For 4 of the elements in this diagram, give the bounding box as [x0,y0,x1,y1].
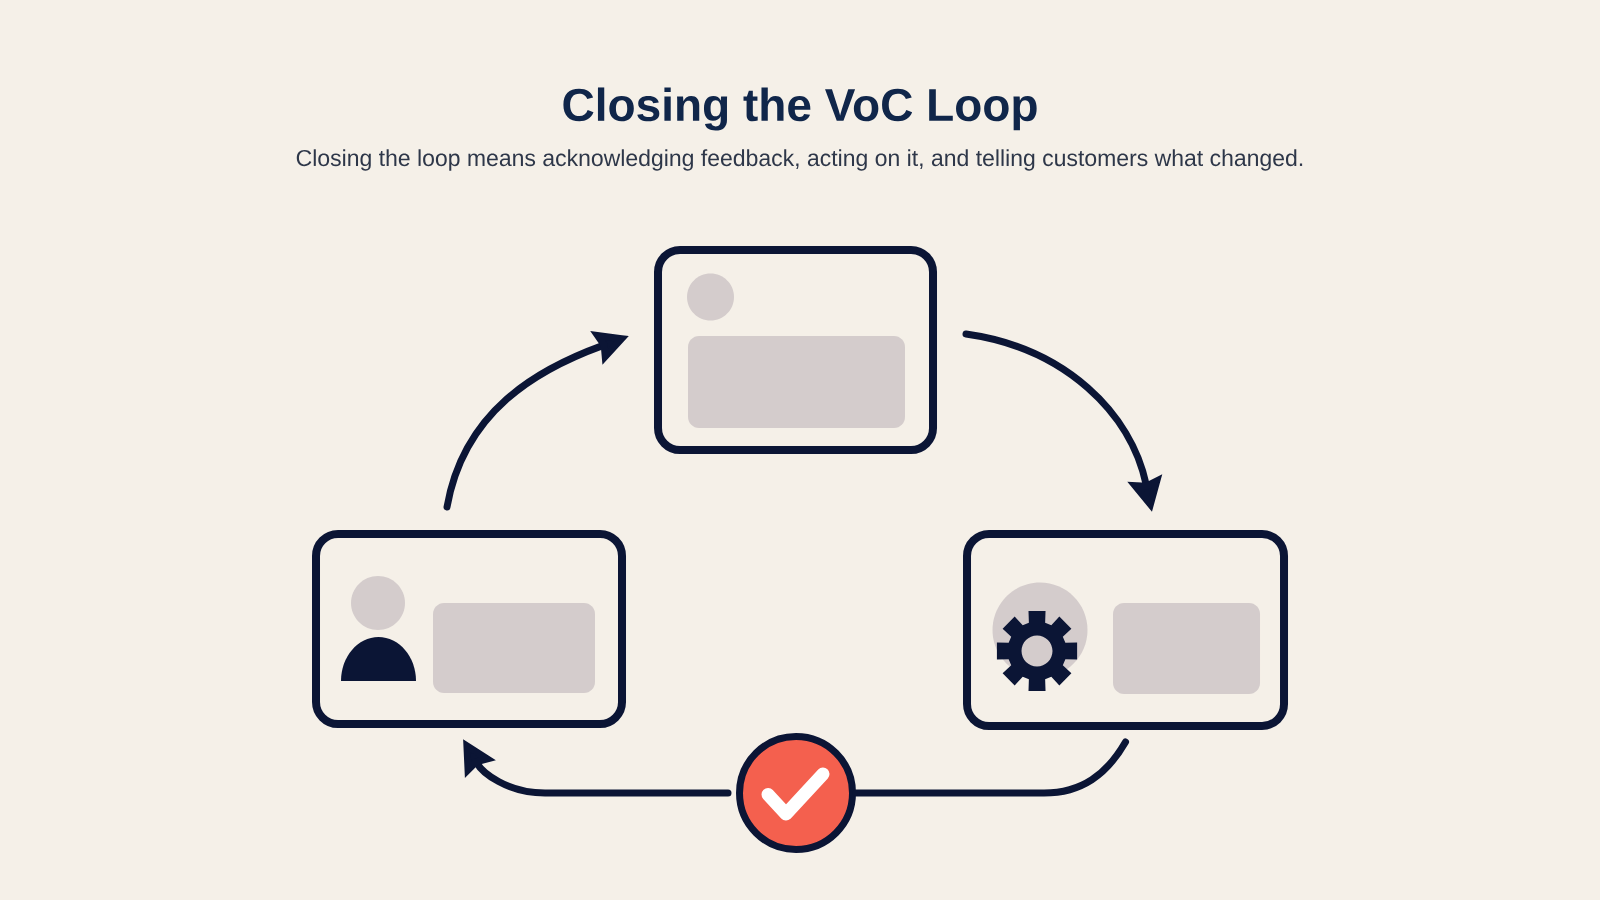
connector-line [852,738,1129,797]
title: Closing the VoC Loop [563,87,1037,131]
status-circle [736,733,856,853]
subtitle: Closing the loop means acknowledging feedback, acting on it, and telling customers what changed. [296,149,1303,171]
